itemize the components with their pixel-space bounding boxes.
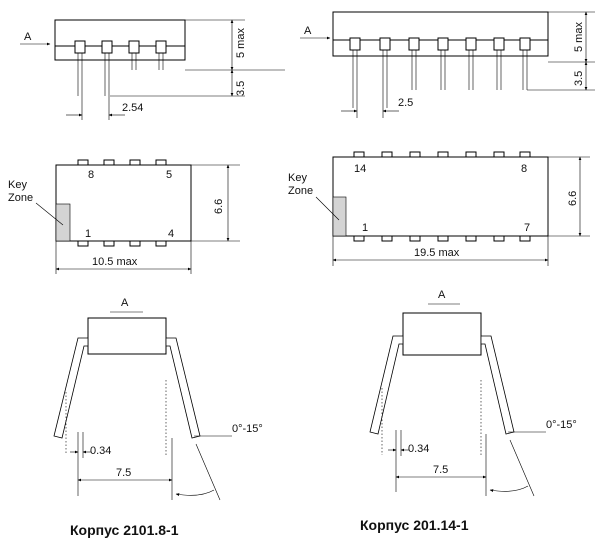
left-side-leads [74,40,167,96]
left-lead-length: 3.5 [235,81,247,96]
right-top-pins [353,151,531,242]
left-lead-thickness: 0.34 [90,445,111,457]
right-side-height: 5 max [573,22,585,52]
left-end-lead-right [165,337,201,439]
left-key-zone [55,203,71,242]
right-body-top [332,156,549,237]
right-row-spacing: 7.5 [433,464,448,476]
left-body-length: 10.5 max [92,256,138,268]
right-end-body [402,312,482,356]
left-pin-8: 8 [88,169,94,181]
right-lead-thickness: 0.34 [408,443,429,455]
right-lead-length: 3.5 [573,71,585,86]
right-end-lead-left [369,335,404,435]
right-pin-7: 7 [524,222,530,234]
right-body-length: 19.5 max [414,247,460,259]
left-pin-pitch: 2.54 [122,102,143,114]
right-top-view: Key Zone 14 8 1 7 6.6 19.5 max [288,151,590,266]
right-key-label-2: Zone [288,185,313,197]
left-end-lead-left [53,337,89,439]
left-key-label-2: Zone [8,192,33,204]
left-row-spacing: 7.5 [116,467,131,479]
right-pin-14: 14 [354,163,366,175]
right-side-leads [349,37,531,108]
left-angle: 0°-15° [232,423,263,435]
right-angle: 0°-15° [546,419,577,431]
left-side-view: A 5 max 3.5 2.54 [20,19,285,120]
left-side-height: 5 max [235,28,247,58]
right-pin-pitch: 2.5 [398,97,413,109]
right-pin-1: 1 [362,222,368,234]
left-pin-4: 4 [168,228,174,240]
right-key-label-1: Key [288,172,307,184]
left-caption: Корпус 2101.8-1 [70,522,179,538]
right-caption: Корпус 201.14-1 [360,517,469,533]
left-end-view: A 0.34 7.5 0°-15° Корпус 2101.8-1 [53,297,263,538]
right-body-height: 6.6 [567,191,579,206]
right-body-side [332,11,549,41]
left-end-view-label: A [121,297,129,309]
left-end-body [87,317,167,355]
left-key-label-1: Key [8,179,27,191]
left-body-top [55,164,192,242]
left-view-label: A [24,31,32,43]
left-body-base [54,45,186,61]
right-end-lead-right [480,335,515,435]
left-pin-1: 1 [85,228,91,240]
right-view-label: A [304,25,312,37]
left-top-view: Key Zone 8 5 1 4 6.6 10.5 max [8,159,240,274]
right-side-view: A 5 max 3.5 2.5 [300,11,595,118]
right-end-view: A 0.34 7.5 0°-15° Корпус 201.14-1 [360,289,577,533]
left-body-height: 6.6 [213,199,225,214]
right-key-zone [332,196,347,237]
right-end-view-label: A [438,289,446,301]
left-pin-5: 5 [166,169,172,181]
right-pin-8: 8 [521,163,527,175]
